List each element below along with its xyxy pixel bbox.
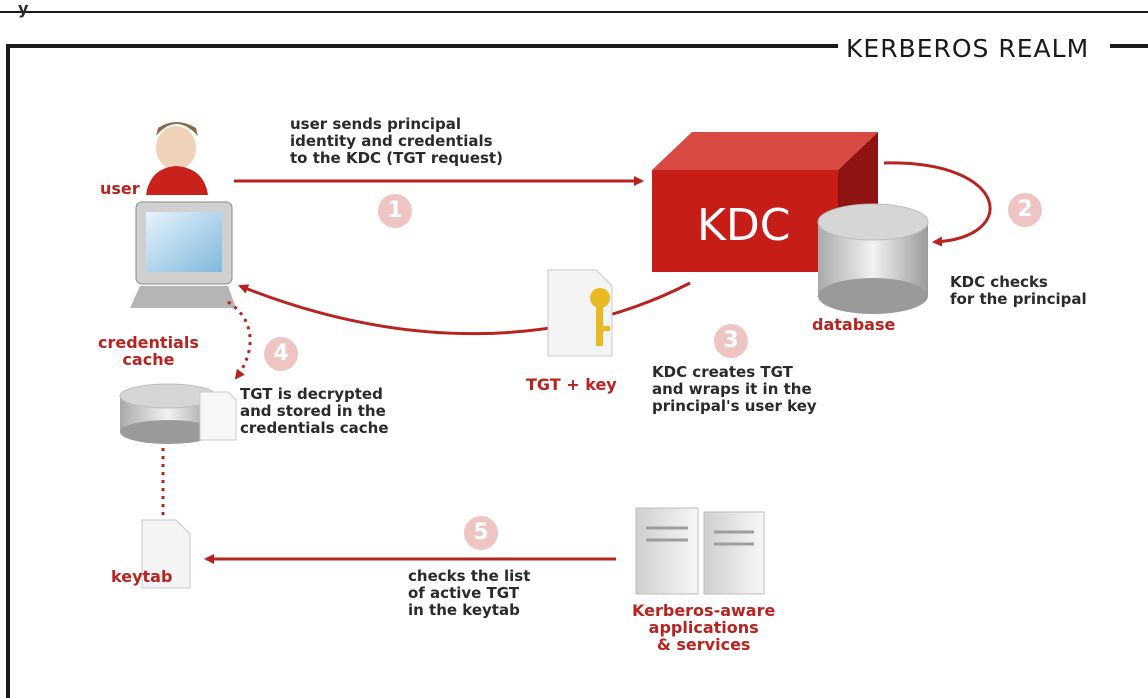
header-fragment: y bbox=[18, 0, 29, 18]
step-4-text: TGT is decrypted and stored in the crede… bbox=[240, 385, 389, 437]
credentials-cache-icon bbox=[119, 383, 237, 444]
step-3-text: KDC creates TGT and wraps it in the prin… bbox=[652, 363, 817, 415]
tgt-document-icon bbox=[547, 269, 613, 357]
step-1-number: 1 bbox=[378, 194, 412, 228]
kdc-box bbox=[652, 132, 878, 272]
step-5-text: checks the list of active TGT in the key… bbox=[408, 567, 531, 619]
arrow-check bbox=[883, 161, 992, 247]
database-icon bbox=[817, 203, 929, 314]
database-label: database bbox=[812, 315, 896, 334]
step-4-number: 4 bbox=[264, 337, 298, 371]
kdc-label: KDC bbox=[697, 200, 791, 251]
realm-border bbox=[6, 44, 838, 698]
keytab-icon bbox=[141, 519, 191, 589]
arrow-tgt-return bbox=[238, 281, 691, 336]
keytab-label: keytab bbox=[111, 567, 173, 586]
tgt-key-label: TGT + key bbox=[526, 375, 617, 394]
services-label: Kerberos-aware applications & services bbox=[632, 601, 776, 654]
arrow-store bbox=[227, 300, 252, 380]
step-2-text: KDC checks for the principal bbox=[950, 273, 1087, 308]
user-icon bbox=[146, 122, 208, 195]
server-icon bbox=[635, 507, 765, 595]
step-3-number: 3 bbox=[714, 324, 748, 358]
realm-title: KERBEROS REALM bbox=[846, 34, 1090, 63]
step-2-number: 2 bbox=[1008, 193, 1042, 227]
step-1-text: user sends principal identity and creden… bbox=[290, 115, 503, 167]
computer-icon bbox=[130, 201, 236, 308]
user-label: user bbox=[100, 179, 140, 198]
credentials-cache-label: credentials cache bbox=[98, 333, 199, 369]
step-5-number: 5 bbox=[464, 516, 498, 550]
